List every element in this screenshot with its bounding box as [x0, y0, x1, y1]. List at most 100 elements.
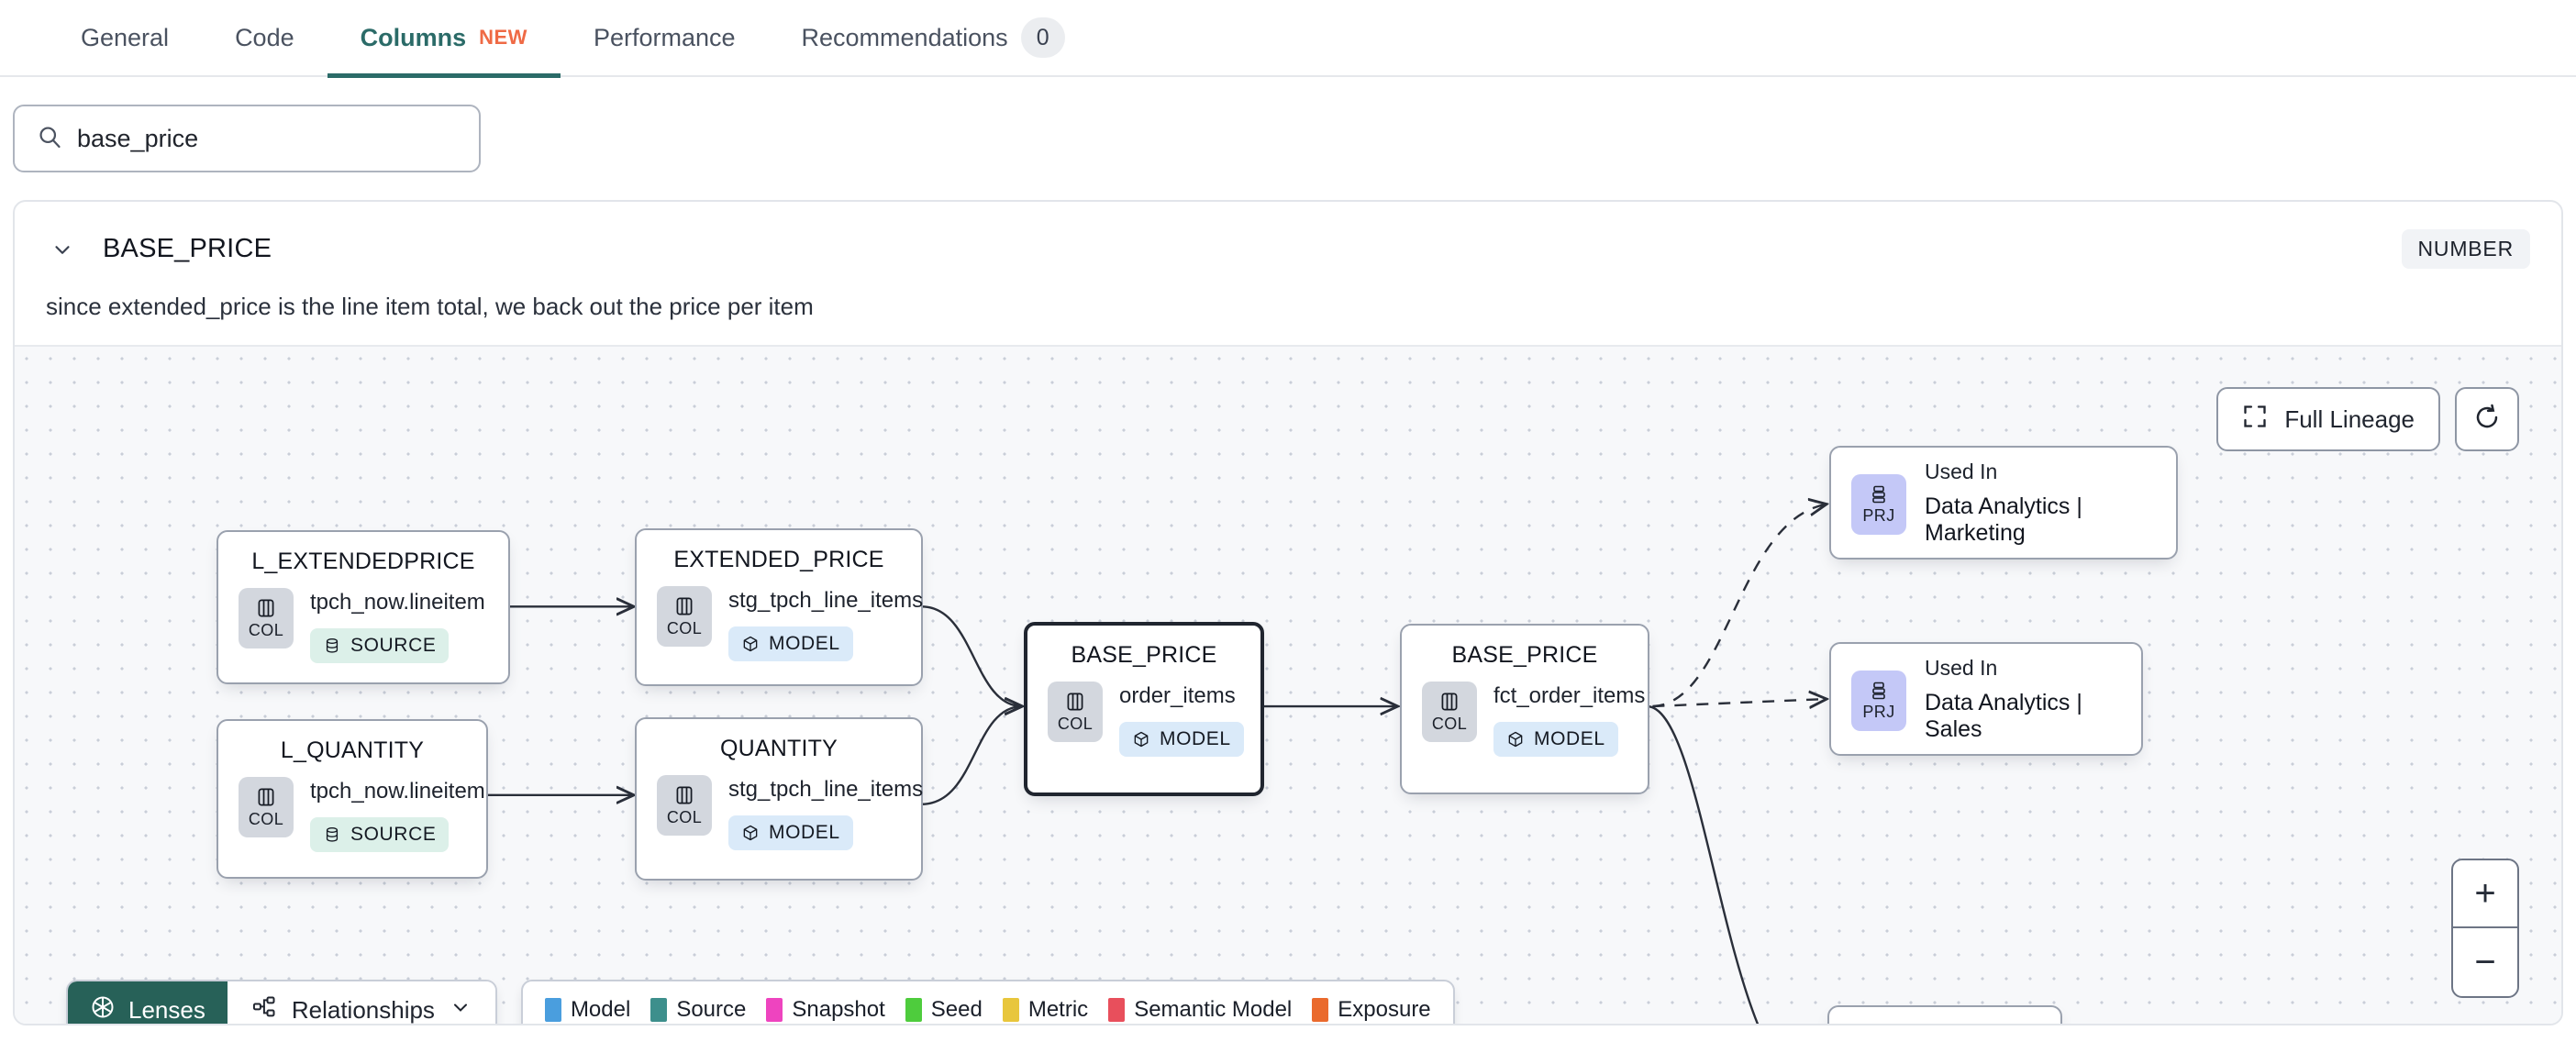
node-pill-label: MODEL — [769, 633, 840, 654]
lenses-button[interactable]: Lenses — [68, 981, 228, 1024]
legend-swatch — [650, 998, 668, 1022]
column-detail-panel: BASE_PRICE NUMBER since extended_price i… — [13, 200, 2563, 1025]
edge-extprice-to-baseprice — [921, 605, 1023, 706]
lineage-edges — [487, 347, 2561, 1024]
node-pill-label: MODEL — [1160, 728, 1231, 749]
node-type-pill: SOURCE — [310, 628, 450, 663]
legend-label: Source — [676, 997, 747, 1022]
lens-relationship-group: Lenses Relationships — [66, 980, 497, 1025]
node-pill-label: SOURCE — [350, 824, 437, 845]
legend-swatch — [766, 998, 783, 1022]
legend-label: Semantic Model — [1134, 997, 1293, 1022]
tab-label: Performance — [593, 23, 736, 51]
expand-icon — [2242, 404, 2268, 436]
column-type-badge: NUMBER — [2401, 229, 2530, 269]
node-pill-label: MODEL — [1534, 728, 1605, 749]
tab-performance[interactable]: Performance — [561, 0, 769, 76]
legend-label: Metric — [1027, 997, 1089, 1022]
node-title: L_QUANTITY — [280, 737, 425, 763]
legend-swatch — [1108, 998, 1126, 1022]
node-subtitle: tpch_now.lineitem — [310, 590, 485, 615]
node-subtitle: stg_tpch_line_items — [728, 777, 924, 802]
tab-label: Columns — [360, 23, 467, 51]
tab-label: Recommendations — [801, 23, 1008, 51]
node-type-pill: MODEL — [1493, 722, 1618, 757]
lineage-node[interactable]: L_QUANTITY COL tpch_now.lineitem — [217, 719, 488, 879]
tab-code[interactable]: Code — [202, 0, 328, 76]
lineage-node[interactable]: EXTENDED_PRICE COL stg_tpch_line_items — [635, 528, 923, 686]
project-used-in-label: Used In — [1925, 459, 1998, 483]
relationships-dropdown[interactable]: Relationships — [227, 981, 495, 1025]
column-icon: COL — [657, 775, 712, 836]
full-lineage-button[interactable]: Full Lineage — [2216, 387, 2440, 451]
refresh-icon — [2473, 404, 2501, 436]
tab-bar: General Code Columns NEW Performance Rec… — [0, 0, 2576, 78]
column-icon: COL — [1048, 682, 1103, 742]
column-icon: COL — [657, 586, 712, 647]
project-node[interactable]: PRJ Used In Data Analytics | Marketing — [1829, 446, 2178, 560]
search-icon — [37, 124, 62, 154]
legend-swatch — [905, 998, 922, 1022]
full-lineage-label: Full Lineage — [2284, 405, 2415, 433]
legend-label: Seed — [930, 997, 983, 1022]
node-subtitle: fct_order_items — [1493, 683, 1646, 708]
node-kind-label: COL — [666, 619, 703, 637]
recommendations-count-badge: 0 — [1020, 17, 1065, 58]
column-icon: COL — [1422, 682, 1477, 742]
lineage-node[interactable]: QUANTITY COL stg_tpch_line_items — [635, 717, 923, 881]
legend-swatch — [1312, 998, 1329, 1022]
project-node[interactable]: PRJ Used In Data Analytics | Sales — [1829, 642, 2143, 756]
zoom-in-button[interactable]: + — [2453, 860, 2517, 928]
node-kind-label: COL — [248, 621, 284, 639]
edge-fct-to-prj-sales — [1652, 699, 1827, 706]
legend-label: Exposure — [1338, 997, 1431, 1022]
tab-general[interactable]: General — [48, 0, 202, 76]
column-icon: COL — [239, 777, 294, 837]
node-kind-label: COL — [248, 810, 284, 828]
node-title: BASE_PRICE — [1849, 1024, 2040, 1025]
project-icon: PRJ — [1851, 474, 1906, 535]
node-type-pill: SOURCE — [310, 817, 450, 852]
hierarchy-icon — [251, 994, 277, 1025]
column-description: since extended_price is the line item to… — [46, 293, 814, 320]
tab-columns[interactable]: Columns NEW — [327, 0, 561, 78]
project-name: Data Analytics | Marketing — [1925, 493, 2082, 546]
legend-swatch — [1002, 998, 1019, 1022]
legend-item-semantic-model: Semantic Model — [1108, 997, 1292, 1023]
node-title: BASE_PRICE — [1451, 642, 1598, 668]
edge-fct-to-usevars — [1647, 704, 1760, 1024]
node-subtitle: order_items — [1119, 683, 1236, 708]
lineage-node[interactable]: BASE_PRICE COL fct_order_items — [1400, 624, 1649, 794]
legend-item-snapshot: Snapshot — [766, 997, 885, 1023]
chevron-down-icon — [450, 996, 472, 1025]
column-header: BASE_PRICE NUMBER — [15, 202, 2561, 269]
legend-item-source: Source — [650, 997, 746, 1023]
chevron-down-icon[interactable] — [46, 238, 79, 261]
search-input[interactable]: base_price — [13, 105, 481, 172]
column-icon: COL — [239, 588, 294, 648]
refresh-button[interactable] — [2455, 387, 2519, 451]
node-kind-label: PRJ — [1862, 506, 1895, 525]
legend-item-model: Model — [544, 997, 631, 1023]
search-area: base_price — [0, 77, 2576, 172]
project-name: Data Analytics | Sales — [1925, 689, 2082, 742]
node-type-pill: MODEL — [728, 815, 853, 850]
project-icon: PRJ — [1851, 671, 1906, 731]
lineage-canvas[interactable]: L_EXTENDEDPRICE COL tpch_now.lineitem — [15, 345, 2561, 1025]
node-type-pill: MODEL — [1119, 722, 1244, 757]
node-pill-label: SOURCE — [350, 635, 437, 656]
lineage-node[interactable]: L_EXTENDEDPRICE COL tpch_now.lineitem — [217, 530, 510, 684]
lenses-label: Lenses — [128, 995, 205, 1024]
lineage-node-selected[interactable]: BASE_PRICE COL order_items — [1024, 622, 1264, 796]
zoom-controls: + − — [2451, 859, 2519, 998]
legend-item-metric: Metric — [1002, 997, 1089, 1023]
node-type-pill: MODEL — [728, 626, 853, 661]
legend-item-seed: Seed — [905, 997, 983, 1023]
node-title: BASE_PRICE — [1071, 642, 1217, 668]
tab-new-badge: NEW — [479, 26, 527, 49]
lineage-node[interactable]: BASE_PRICE COL use_variables — [1827, 1005, 2062, 1025]
tab-recommendations[interactable]: Recommendations 0 — [769, 0, 1098, 76]
legend-label: Model — [570, 997, 631, 1022]
project-used-in-label: Used In — [1925, 655, 1998, 680]
zoom-out-button[interactable]: − — [2474, 941, 2496, 982]
